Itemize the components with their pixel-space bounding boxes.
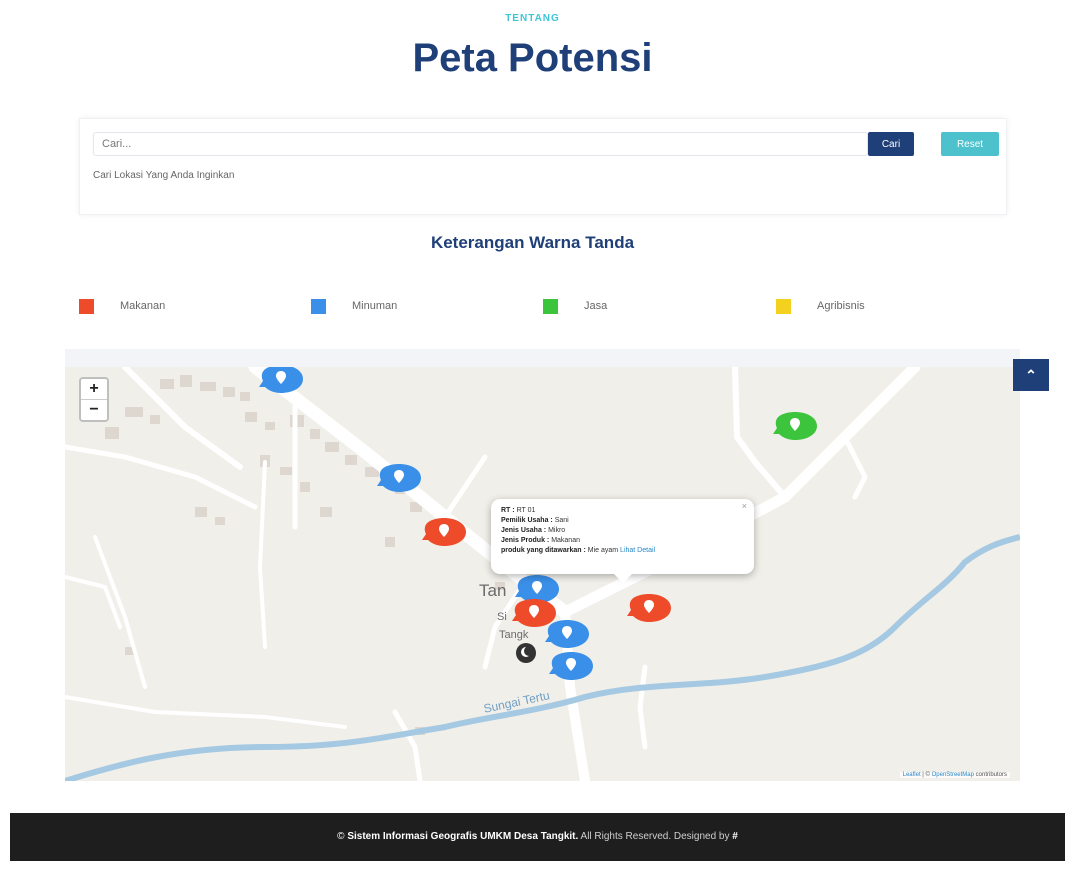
legend-item-agribisnis: Agribisnis xyxy=(776,298,865,314)
popup-row-product: Jenis Produk : Makanan xyxy=(501,537,580,544)
map-marker-minuman[interactable] xyxy=(259,367,303,398)
scroll-top-button[interactable]: ⌃ xyxy=(1013,359,1049,391)
search-hint: Cari Lokasi Yang Anda Inginkan xyxy=(93,170,235,181)
legend-label-minuman: Minuman xyxy=(352,300,398,312)
legend-swatch-jasa xyxy=(543,298,558,314)
legend-item-jasa: Jasa xyxy=(543,298,607,314)
map-marker-minuman[interactable] xyxy=(549,651,593,686)
map-attribution: Leaflet | © OpenStreetMap contributors xyxy=(899,772,1010,778)
map-marker-makanan[interactable] xyxy=(512,598,556,633)
popup-row-owner: Pemilik Usaha : Sani xyxy=(501,517,569,524)
legend-item-minuman: Minuman xyxy=(311,298,397,314)
legend-swatch-makanan xyxy=(79,298,94,314)
map-marker-makanan[interactable] xyxy=(627,593,671,628)
map-marker-jasa[interactable] xyxy=(773,411,817,446)
double-chevron-up-icon: ⌃ xyxy=(1025,367,1037,383)
popup-tip xyxy=(614,574,632,583)
map-canvas[interactable]: Tant Si Tangk Sungai Tertu xyxy=(65,367,1020,781)
legend-label-jasa: Jasa xyxy=(584,300,608,312)
footer-designer-link[interactable]: # xyxy=(732,831,738,842)
legend-title: Keterangan Warna Tanda xyxy=(430,233,635,252)
zoom-out-button[interactable]: − xyxy=(81,399,107,420)
map-poi-label-2: Tangk xyxy=(499,629,529,641)
reset-button[interactable]: Reset xyxy=(941,132,999,156)
map-marker-minuman[interactable] xyxy=(515,574,559,609)
mosque-icon xyxy=(516,643,536,663)
popup-row-type: Jenis Usaha : Mikro xyxy=(501,527,566,534)
popup-row-rt: RT : RT 01 xyxy=(501,507,536,514)
map-frame: Tant Si Tangk Sungai Tertu xyxy=(65,349,1020,781)
popup-row-offered: produk yang ditawarkan : Mie ayam Lihat … xyxy=(501,547,656,554)
map-marker-minuman[interactable] xyxy=(377,462,421,499)
zoom-in-button[interactable]: + xyxy=(81,379,107,399)
map-marker-minuman[interactable] xyxy=(545,619,589,654)
legend-swatch-minuman xyxy=(311,298,326,314)
legend-swatch-agribisnis xyxy=(776,298,791,314)
map-tiles xyxy=(65,367,1020,781)
map-poi-label-1: Si xyxy=(497,611,507,623)
page-title: Peta Potensi xyxy=(412,36,653,80)
map-popup: × RT : RT 01 Pemilik Usaha : Sani Jenis … xyxy=(491,499,754,583)
map-marker-makanan[interactable] xyxy=(422,517,466,552)
popup-detail-link[interactable]: Lihat Detail xyxy=(620,547,656,554)
section-eyebrow: TENTANG xyxy=(505,13,560,24)
leaflet-link[interactable]: Leaflet xyxy=(902,772,921,778)
legend-label-agribisnis: Agribisnis xyxy=(817,300,865,312)
map-zoom-control: + − xyxy=(79,377,109,422)
search-button[interactable]: Cari xyxy=(868,132,914,156)
footer: © Sistem Informasi Geografis UMKM Desa T… xyxy=(10,813,1065,861)
search-card: Cari Reset Cari Lokasi Yang Anda Inginka… xyxy=(79,118,1007,215)
legend-label-makanan: Makanan xyxy=(120,300,166,312)
legend-item-makanan: Makanan xyxy=(79,298,165,314)
osm-link[interactable]: OpenStreetMap xyxy=(931,772,974,778)
footer-brand: Sistem Informasi Geografis UMKM Desa Tan… xyxy=(347,831,579,842)
search-input[interactable] xyxy=(93,132,868,156)
popup-close-icon[interactable]: × xyxy=(741,501,747,511)
